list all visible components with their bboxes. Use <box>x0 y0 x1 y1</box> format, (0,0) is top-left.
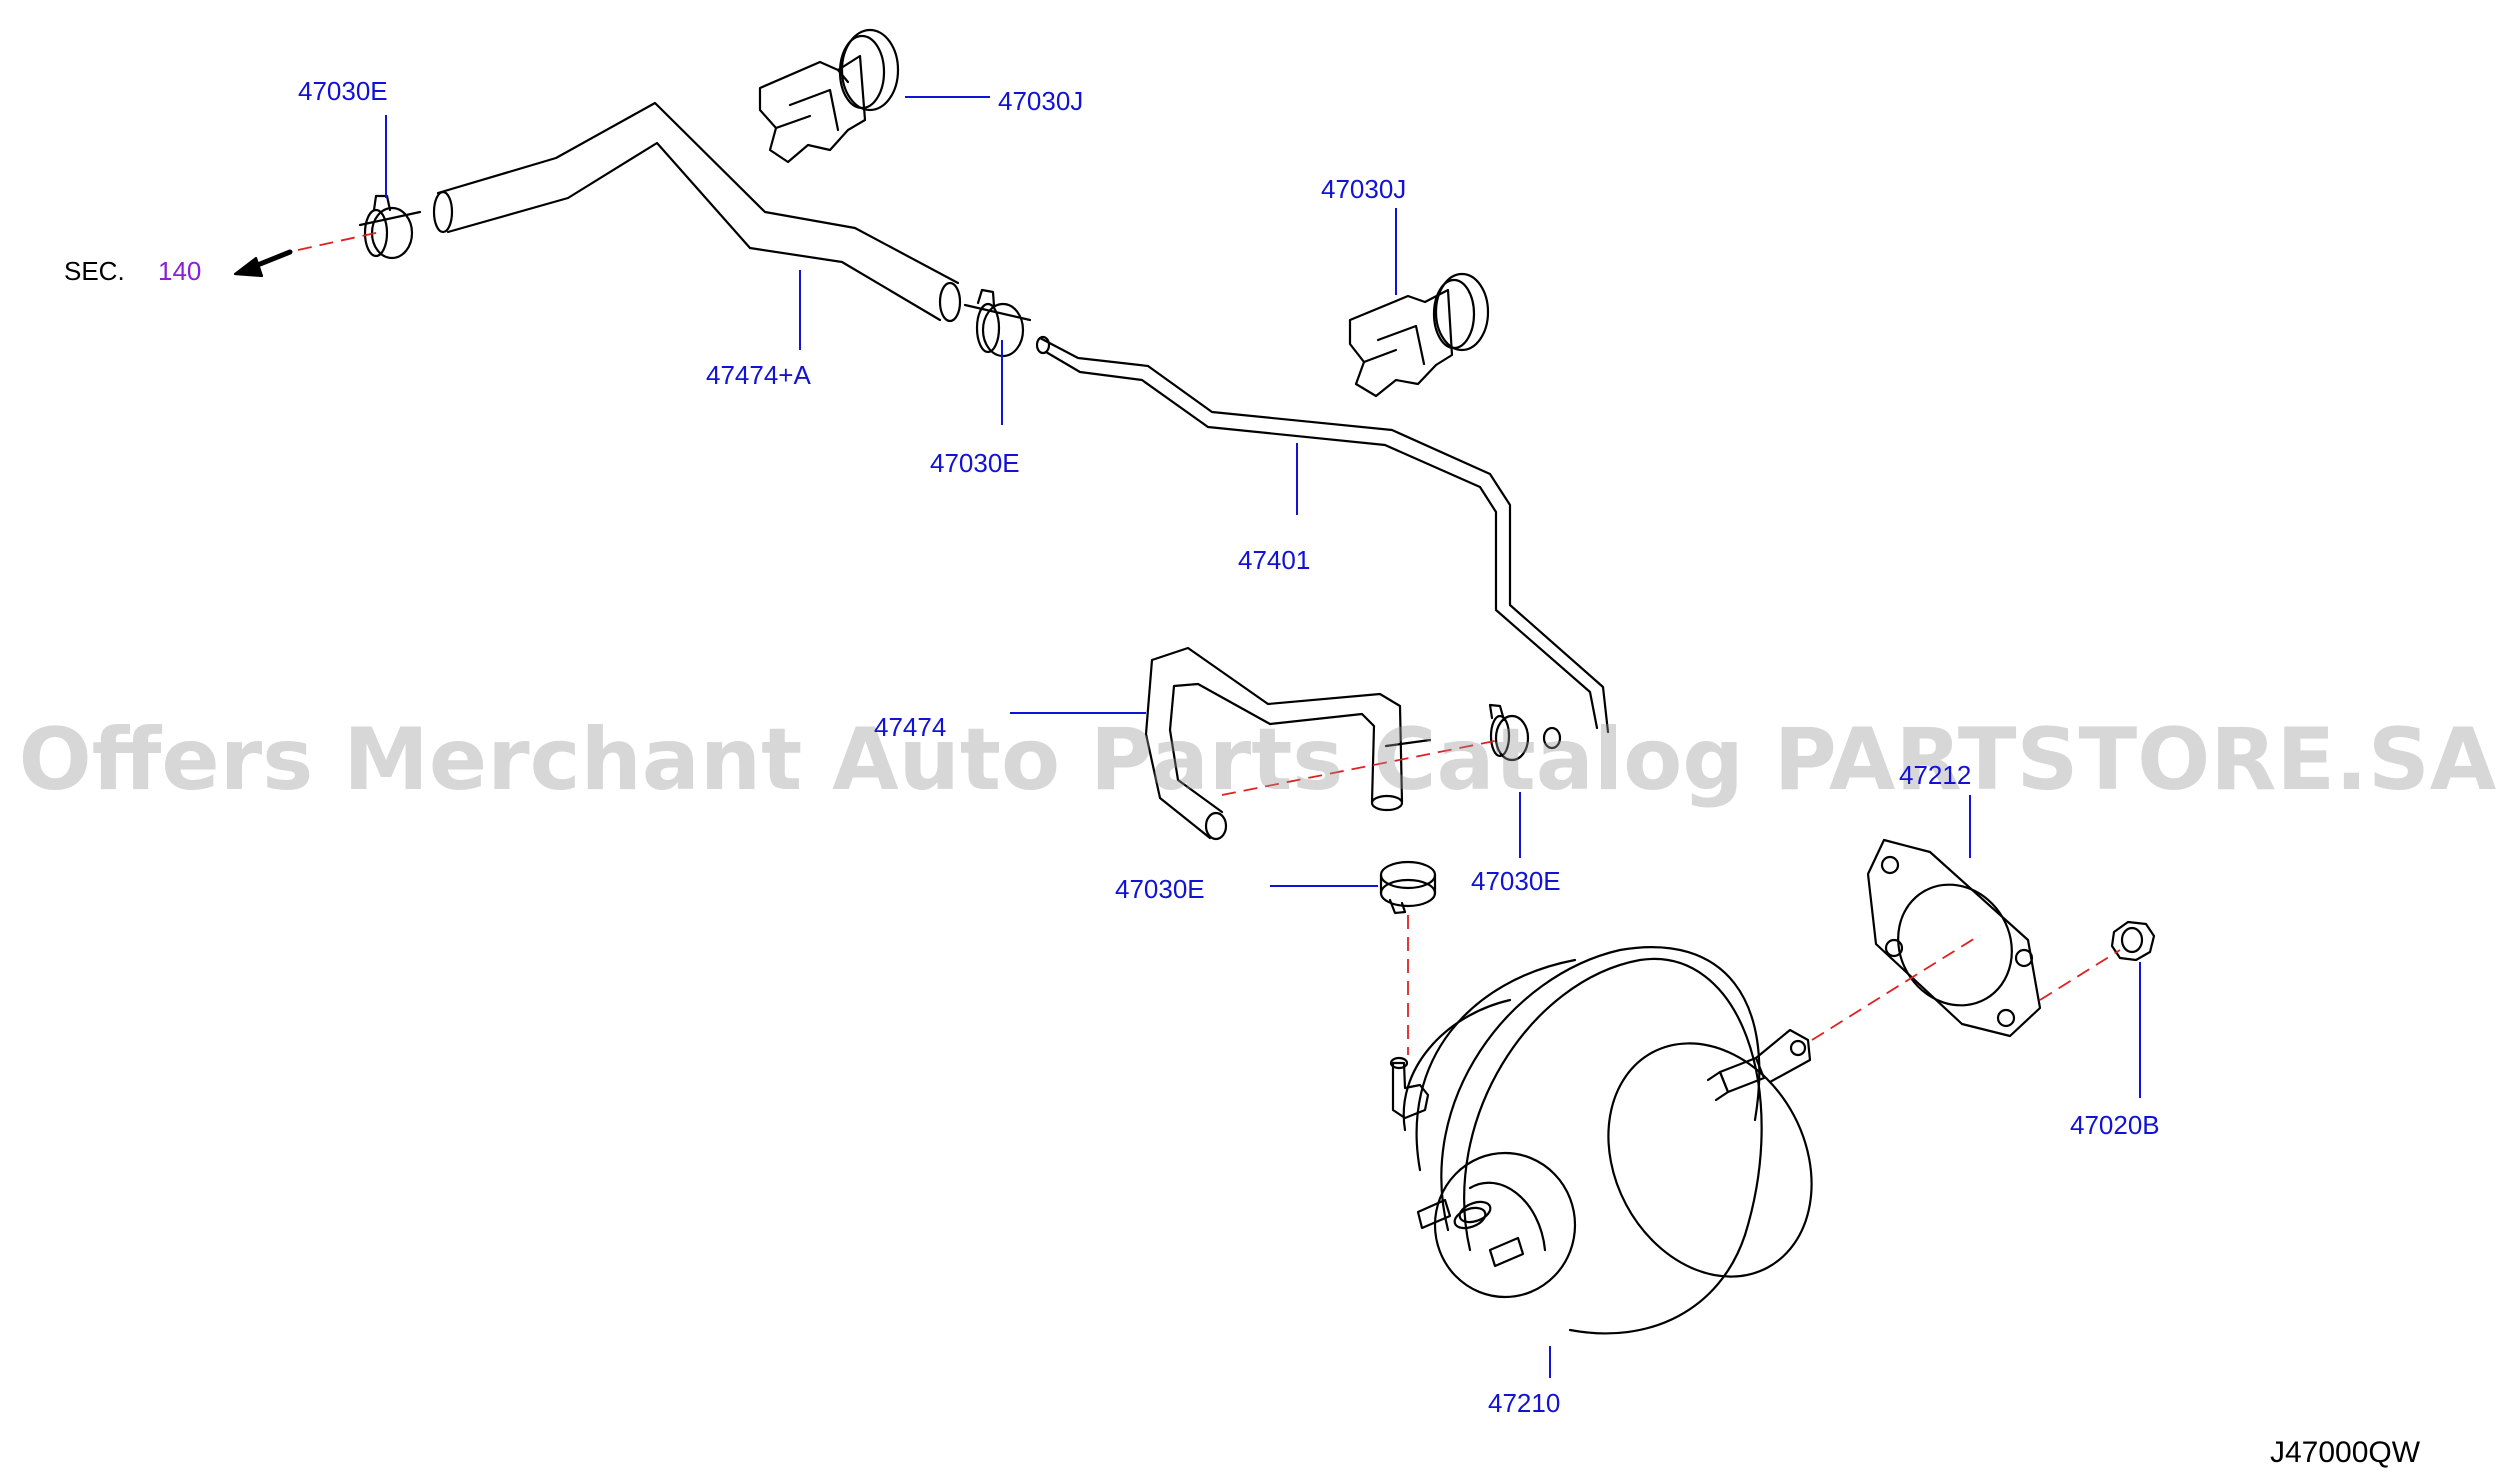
part-label-gasket[interactable]: 47212 <box>1899 760 1972 790</box>
clip-mid-drawing <box>1348 272 1490 398</box>
clamp-right-drawing <box>1488 703 1530 762</box>
part-label-clamp-right[interactable]: 47030E <box>1471 866 1561 896</box>
dashed-center-lines <box>297 231 2121 1055</box>
part-label-clip-top[interactable]: 47030J <box>998 86 1084 116</box>
hose-lower-drawing <box>1144 646 1432 841</box>
part-label-clip-mid[interactable]: 47030J <box>1321 174 1407 204</box>
part-label-nut[interactable]: 47020B <box>2070 1110 2160 1140</box>
clip-top-drawing <box>758 28 900 164</box>
gasket-drawing <box>1866 838 2042 1038</box>
sec-arrow <box>233 249 293 278</box>
leader-lines <box>385 96 2141 1378</box>
hose-upper-drawing <box>432 101 962 323</box>
nut-drawing <box>2110 920 2156 962</box>
part-label-hose-upper[interactable]: 47474+A <box>706 360 811 390</box>
clamp-lower-drawing <box>1379 860 1437 915</box>
part-label-vacuum-tube[interactable]: 47401 <box>1238 545 1311 575</box>
part-label-hose-lower[interactable]: 47474 <box>874 712 947 742</box>
diagram-code: J47000QW <box>2270 1436 2421 1469</box>
part-label-clamp-mid[interactable]: 47030E <box>930 448 1020 478</box>
part-label-clamp-top-left[interactable]: 47030E <box>298 76 388 106</box>
vacuum-tube-drawing <box>1035 335 1610 750</box>
section-prefix: SEC. <box>64 256 125 286</box>
part-label-booster[interactable]: 47210 <box>1488 1388 1561 1418</box>
clamp-top-left-drawing <box>358 194 422 260</box>
clamp-mid-drawing <box>963 288 1032 358</box>
booster-drawing <box>1389 946 1813 1335</box>
section-link[interactable]: 140 <box>158 256 202 286</box>
part-label-clamp-lower[interactable]: 47030E <box>1115 874 1205 904</box>
